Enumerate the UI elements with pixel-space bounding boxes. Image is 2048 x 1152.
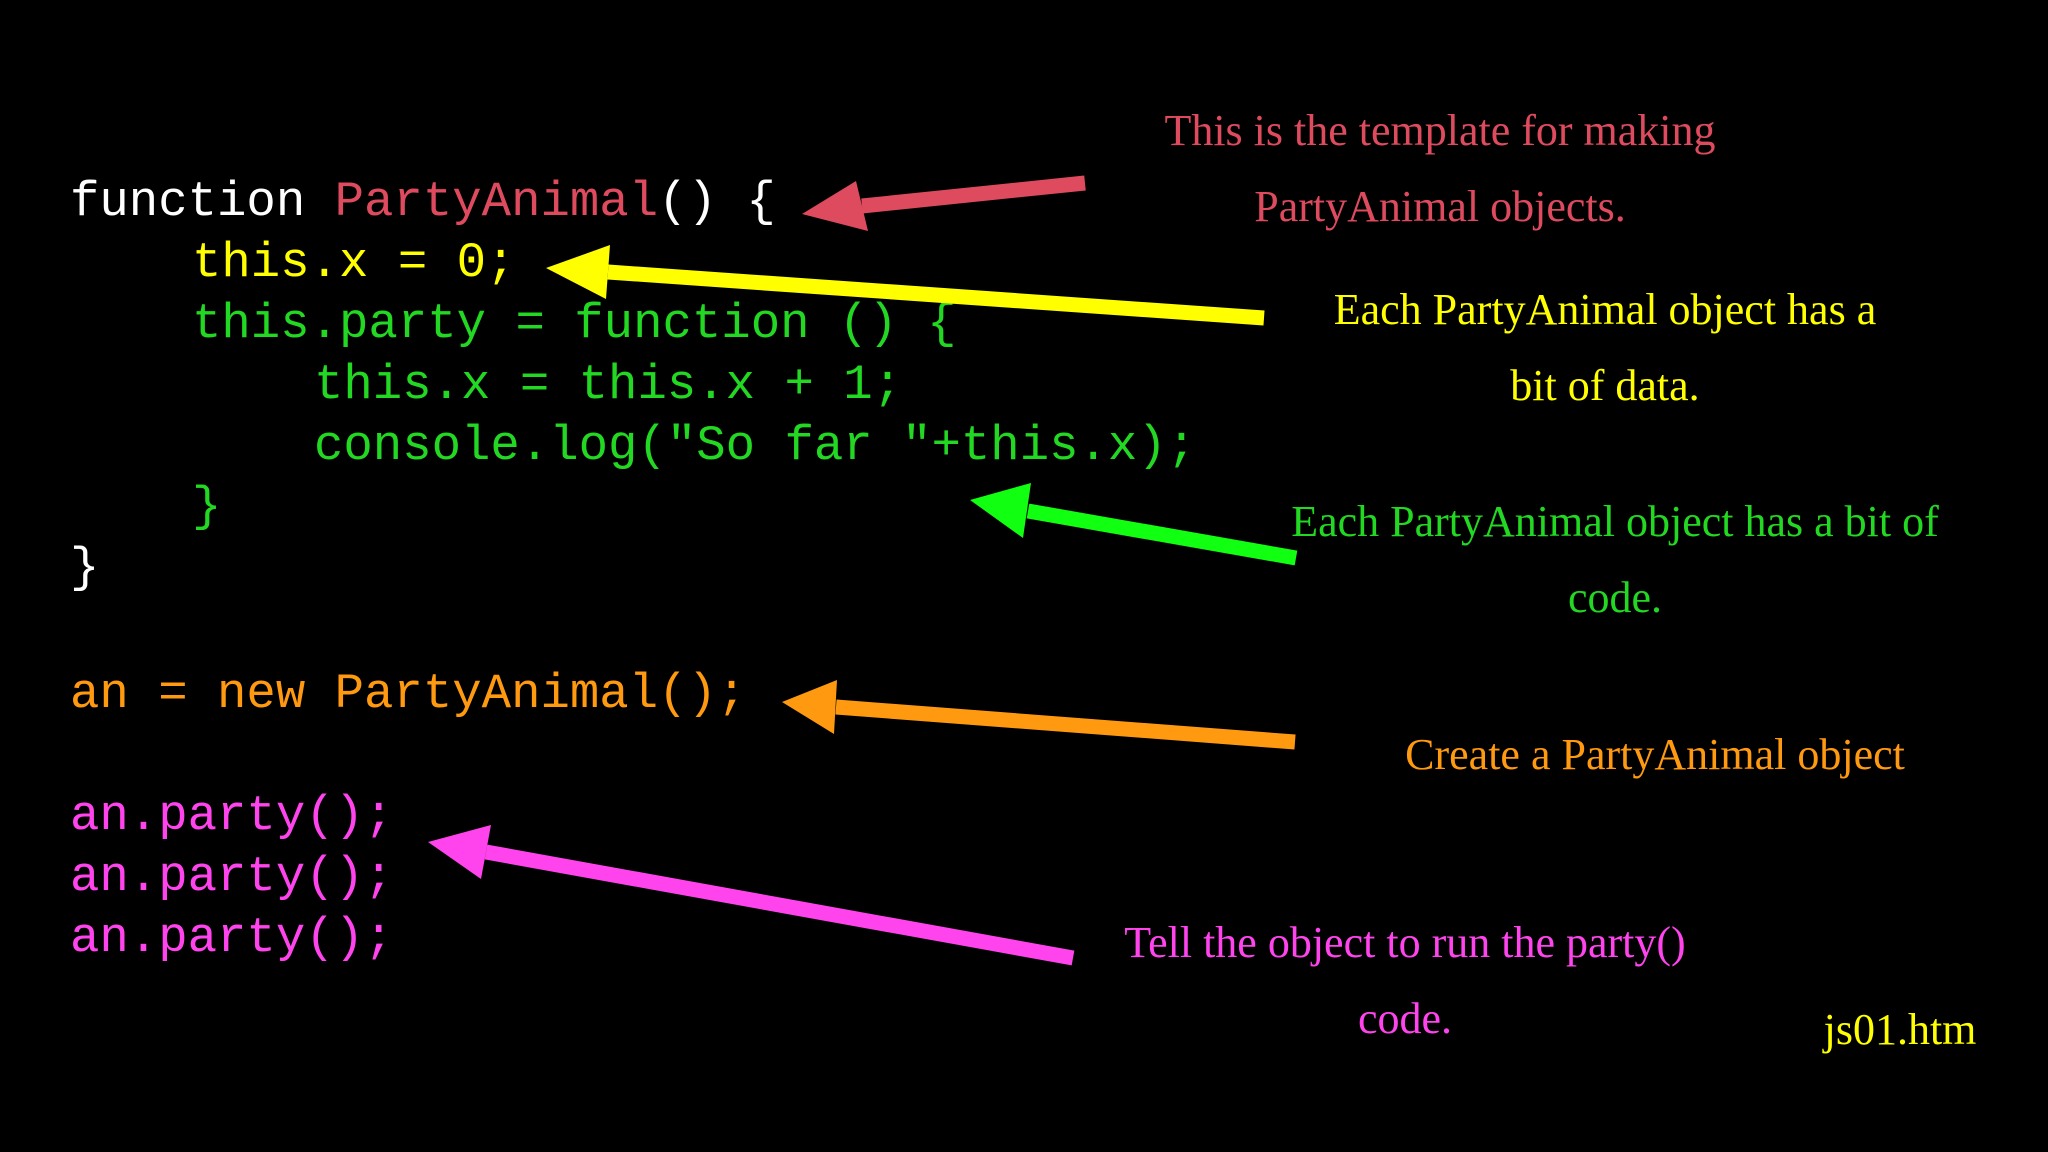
code-signature-rest: () { <box>658 174 776 230</box>
code-line-4: this.x = this.x + 1; <box>314 357 903 413</box>
code-line-7: } <box>70 540 100 596</box>
code-line-8: an = new PartyAnimal(); <box>70 666 747 722</box>
code-line-5: console.log("So far "+this.x); <box>314 418 1197 474</box>
code-line-1: function PartyAnimal() { <box>70 172 776 233</box>
note-template-line-2: PartyAnimal objects. <box>1254 182 1626 231</box>
code-constructor-name: PartyAnimal <box>334 174 659 230</box>
note-data-line-1: Each PartyAnimal object has a <box>1333 285 1877 334</box>
note-create: Create a PartyAnimal object <box>1405 730 1905 779</box>
code-keyword-function: function <box>70 174 335 230</box>
code-line-6: } <box>192 479 222 535</box>
note-code-line-1: Each PartyAnimal object has a bit of <box>1291 497 1939 546</box>
code-line-11: an.party(); <box>70 910 394 966</box>
template-arrow <box>802 175 1086 231</box>
run-arrow <box>428 825 1075 966</box>
note-run-line-1: Tell the object to run the party() <box>1124 918 1686 967</box>
note-code-line-2: code. <box>1567 573 1663 622</box>
data-arrow <box>546 245 1265 326</box>
note-data-line-2: bit of data. <box>1510 361 1700 410</box>
code-line-2: this.x = 0; <box>192 235 516 291</box>
code-arrow <box>970 483 1298 566</box>
code-line-9: an.party(); <box>70 788 394 844</box>
note-template-line-1: This is the template for making <box>1164 106 1716 155</box>
code-line-3: this.party = function () { <box>192 296 957 352</box>
note-template: This is the template for making PartyAni… <box>1120 93 1760 245</box>
note-run: Tell the object to run the party() code. <box>1090 905 1720 1057</box>
note-run-line-2: code. <box>1357 994 1453 1043</box>
note-code: Each PartyAnimal object has a bit of cod… <box>1270 484 1960 636</box>
filename-label: js01.htm <box>1823 1005 1977 1054</box>
create-arrow <box>782 680 1296 750</box>
note-data: Each PartyAnimal object has a bit of dat… <box>1290 272 1920 424</box>
code-line-10: an.party(); <box>70 849 394 905</box>
